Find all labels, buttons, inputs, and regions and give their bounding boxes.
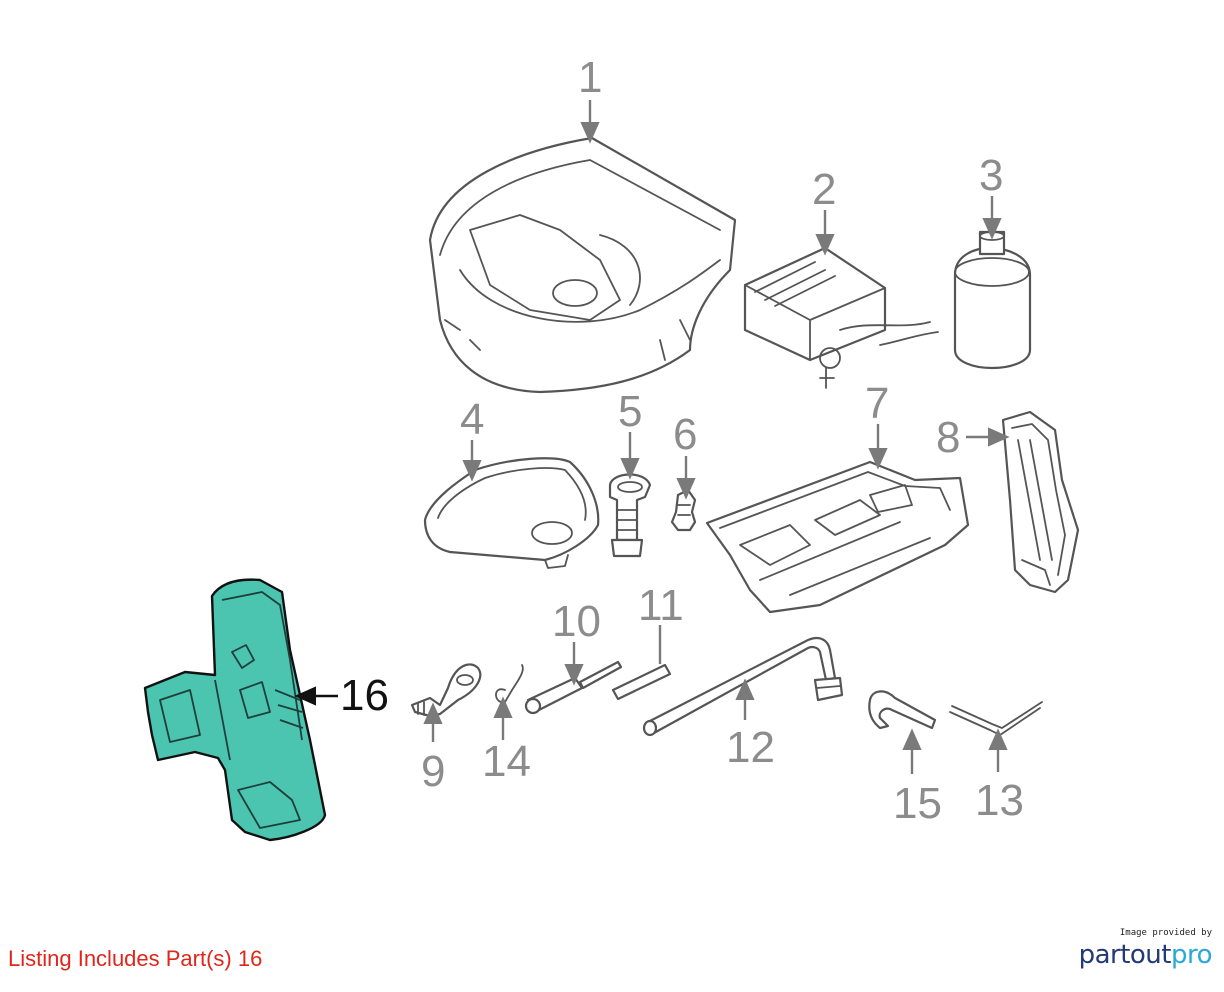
part-8-jack [1001,410,1080,594]
callout-7: 7 [865,379,889,428]
callout-5: 5 [618,387,642,436]
part-9-towing-eye [410,663,482,718]
part-3-sealant-bottle [953,230,1032,370]
brand-wordmark: partoutpro [1052,940,1213,970]
callout-13: 13 [975,776,1024,825]
part-4-tray [423,457,600,569]
part-14-spring-clip [495,664,524,704]
callout-3: 3 [979,151,1003,200]
callout-14: 14 [482,737,531,786]
brand-logo: Image provided by partoutpro [1052,928,1213,970]
callout-12: 12 [726,723,775,772]
callout-16: 16 [340,671,389,720]
part-13-crank [949,701,1043,736]
part-15-strap [868,690,937,730]
callout-9: 9 [421,747,445,796]
part-5-bolt [608,473,652,558]
listing-note: Listing Includes Part(s) 16 [8,946,263,971]
part-6-clip [670,488,697,532]
callout-15: 15 [893,779,942,828]
brand-wordmark-part1: partout [1078,940,1172,970]
part-11-pin [611,663,672,701]
brand-wordmark-part2: pro [1170,940,1213,970]
part-16-jack-holder-highlighted [143,578,327,842]
callout-4: 4 [460,395,484,444]
part-7-tool-tray [705,460,970,614]
callout-8: 8 [936,413,960,462]
part-10-adapter [524,660,623,715]
callout-10: 10 [552,597,601,646]
callout-6: 6 [673,410,697,459]
brand-caption: Image provided by [1119,928,1212,938]
callout-numbers: 1 2 3 4 5 6 7 8 9 10 11 12 13 14 15 16 [340,53,1024,828]
callout-2: 2 [812,165,836,214]
callout-11: 11 [638,581,684,630]
part-1-spare-wheel-well [428,136,737,394]
callout-1: 1 [578,53,602,102]
part-12-wrench [642,636,844,737]
leader-lines [294,100,1010,774]
part-2-compressor [743,246,939,389]
